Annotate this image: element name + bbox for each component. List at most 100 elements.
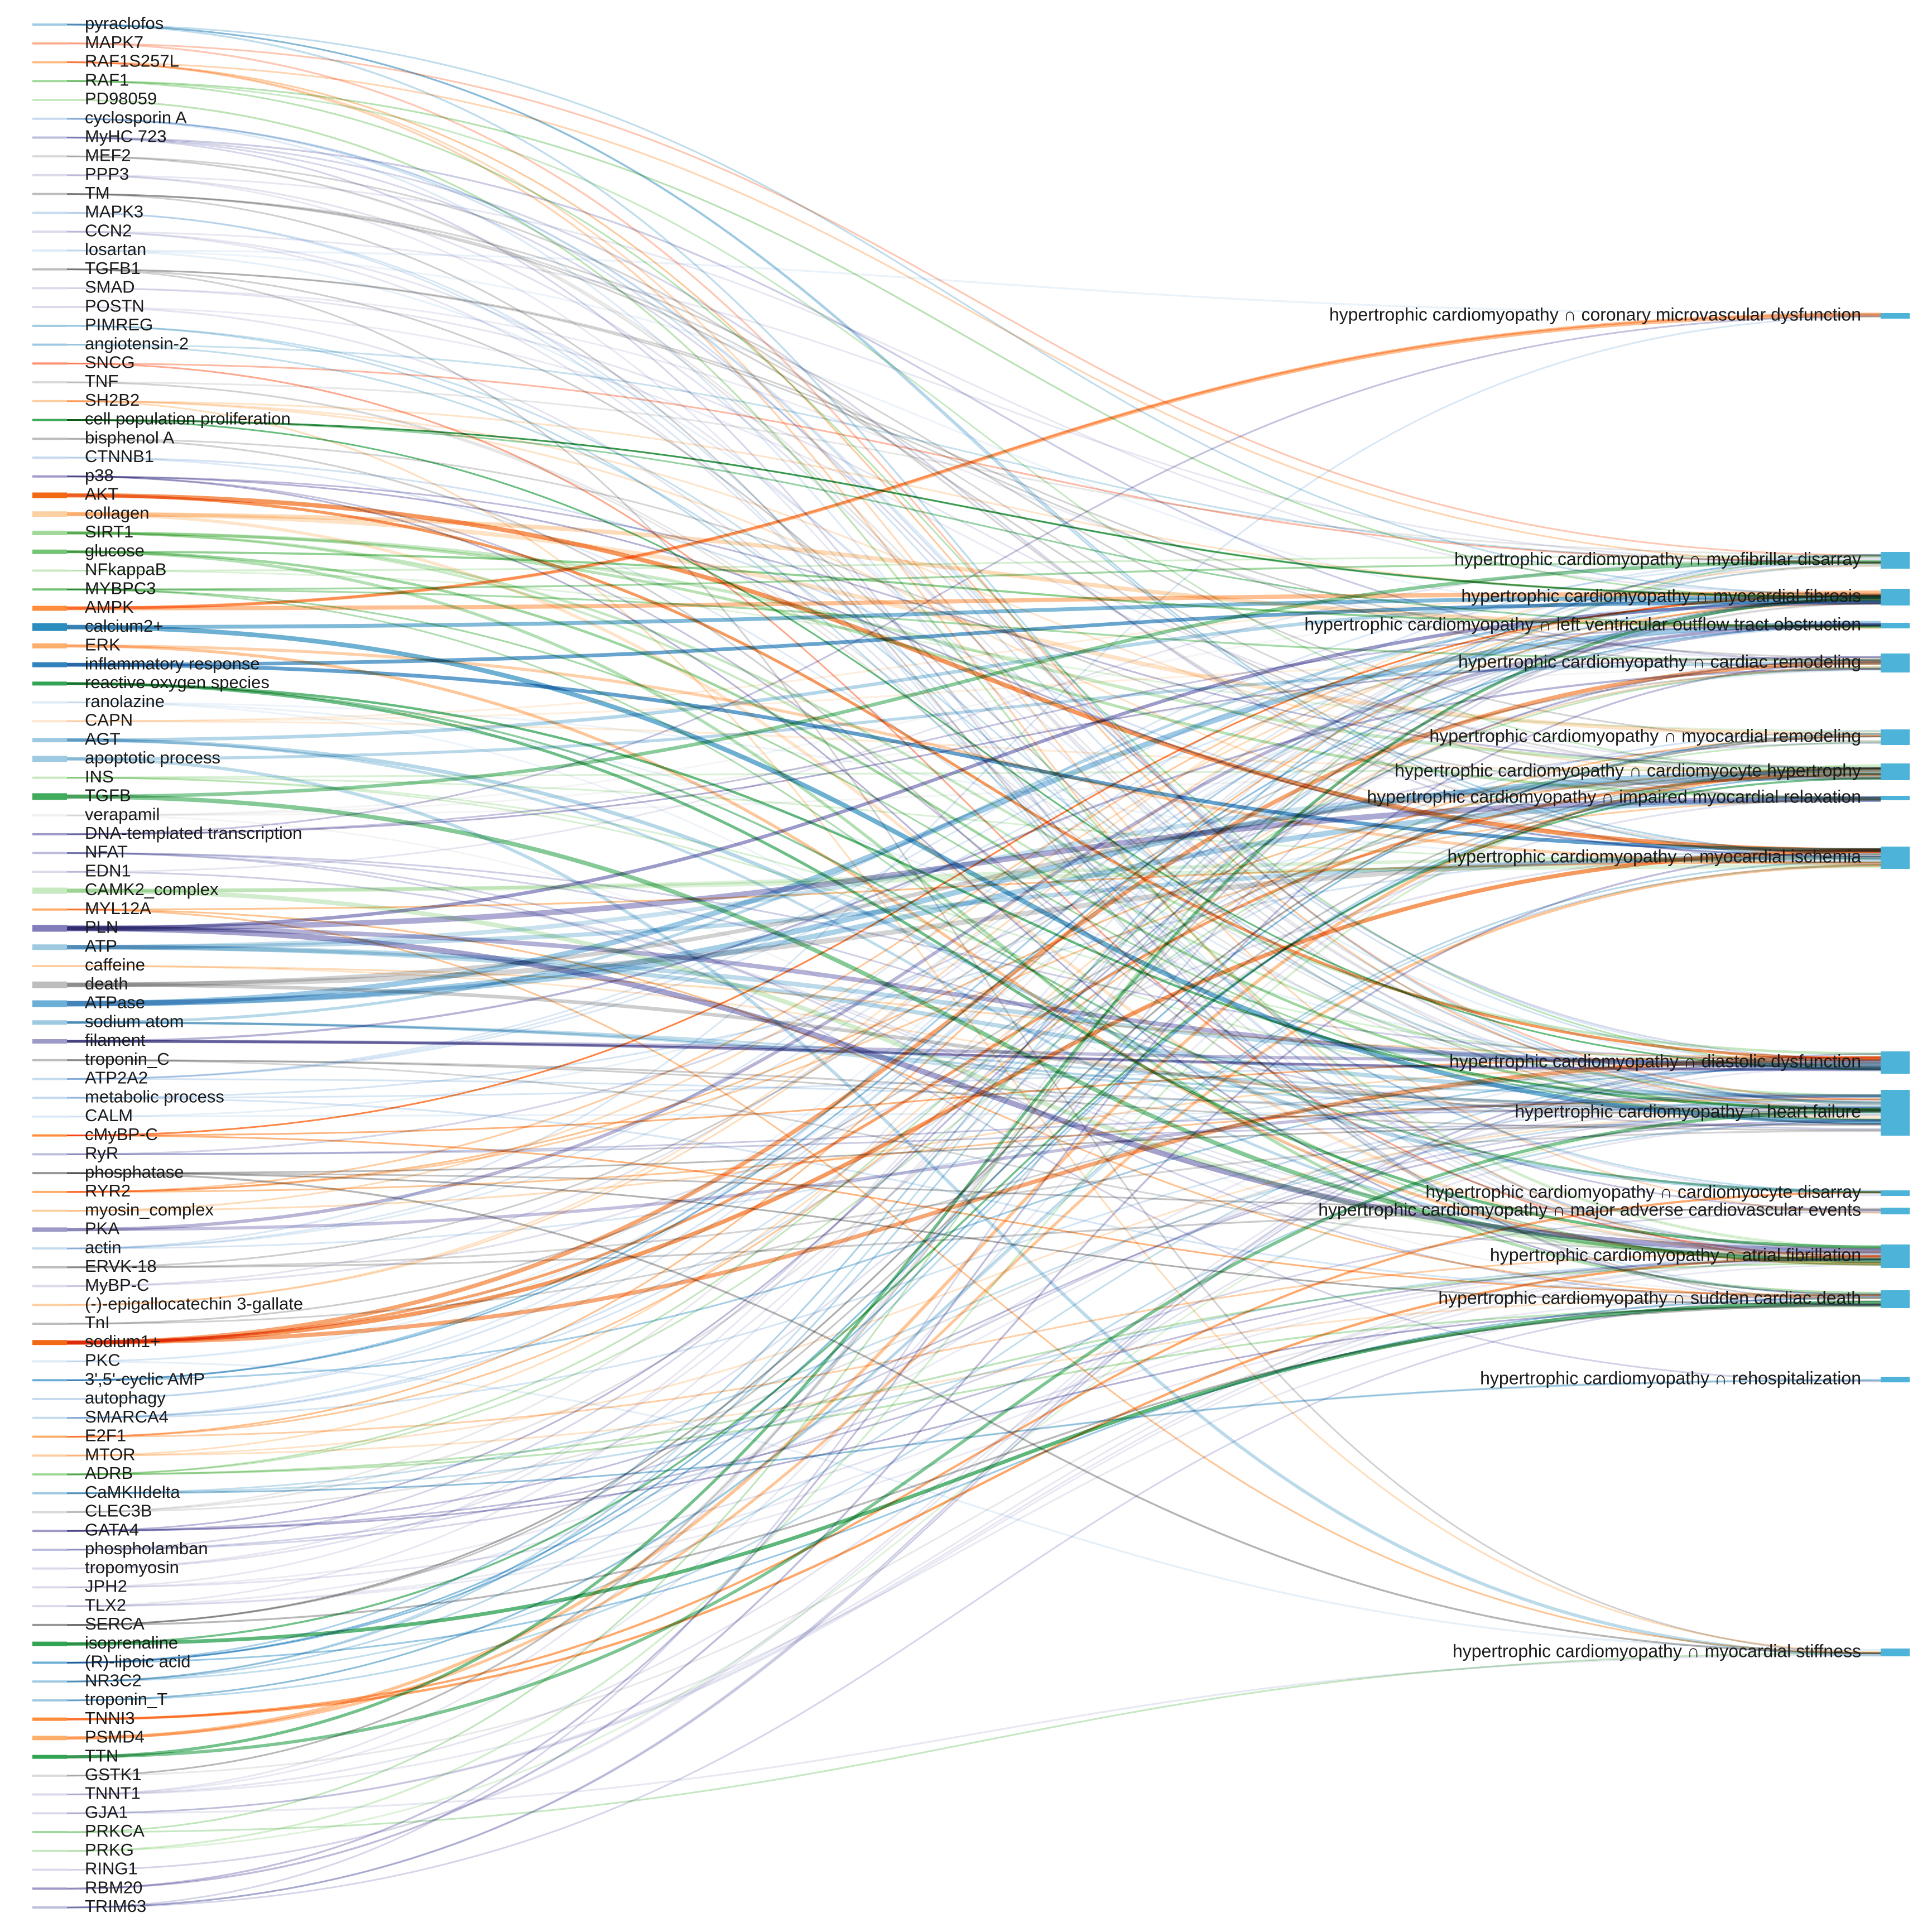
sankey-link: [66, 626, 1881, 1400]
sankey-link: [66, 603, 1881, 1212]
sankey-link: [66, 1258, 1881, 1532]
source-label: PRKG: [85, 1840, 134, 1859]
target-node[interactable]: [1881, 623, 1910, 628]
source-label: (-)-epigallocatechin 3-gallate: [85, 1294, 303, 1314]
sankey-link: [66, 555, 1881, 1833]
sankey-link: [66, 597, 1881, 1683]
target-label: hypertrophic cardiomyopathy ∩ myocardial…: [1453, 1641, 1861, 1661]
source-label: JPH2: [85, 1577, 127, 1596]
source-label: ranolazine: [85, 691, 165, 711]
source-label: RING1: [85, 1859, 138, 1878]
sankey-link: [66, 1258, 1881, 1494]
sankey-link: [66, 80, 1881, 775]
sankey-link: [66, 1249, 1881, 1814]
target-label: hypertrophic cardiomyopathy ∩ rehospital…: [1480, 1368, 1861, 1388]
source-label: SIRT1: [85, 522, 133, 541]
source-label: TGFB1: [85, 258, 141, 278]
target-node[interactable]: [1881, 313, 1910, 319]
source-label: filament: [85, 1030, 146, 1050]
target-node[interactable]: [1881, 1244, 1910, 1268]
sankey-link: [66, 730, 1881, 1419]
source-label: CaMKIIdelta: [85, 1482, 180, 1502]
source-label: CALM: [85, 1106, 133, 1125]
sankey-link: [66, 249, 1881, 315]
source-label: ATP2A2: [85, 1068, 148, 1088]
sankey-link: [66, 249, 1881, 627]
sankey-link: [66, 555, 1881, 873]
sankey-link: [66, 768, 1881, 1740]
sankey-link: [66, 925, 1881, 1254]
sankey-link: [66, 23, 1881, 856]
target-node[interactable]: [1881, 1649, 1910, 1656]
target-node[interactable]: [1881, 729, 1910, 745]
source-label: isoprenaline: [85, 1633, 178, 1652]
target-label: hypertrophic cardiomyopathy ∩ myocardial…: [1429, 725, 1861, 746]
sankey-link: [66, 1258, 1881, 1777]
target-label: hypertrophic cardiomyopathy ∩ major adve…: [1318, 1199, 1861, 1219]
source-label: SH2B2: [85, 390, 140, 410]
target-node[interactable]: [1881, 1190, 1910, 1196]
target-node[interactable]: [1881, 653, 1910, 672]
source-label: MAPK3: [85, 202, 143, 222]
source-label: sodium1+: [85, 1332, 160, 1351]
source-label: inflammatory response: [85, 653, 260, 673]
source-label: death: [85, 974, 128, 993]
source-label: PLN: [85, 917, 118, 937]
source-label: PKC: [85, 1351, 121, 1370]
target-label: hypertrophic cardiomyopathy ∩ impaired m…: [1367, 786, 1861, 806]
source-label: phosphatase: [85, 1162, 184, 1181]
source-label: troponin_C: [85, 1049, 170, 1069]
sankey-link: [66, 595, 1881, 742]
sankey-link: [66, 621, 1881, 1007]
target-label: hypertrophic cardiomyopathy ∩ atrial fib…: [1490, 1244, 1861, 1265]
sankey-link: [66, 1061, 1881, 1212]
sankey-link: [66, 456, 1881, 858]
target-node[interactable]: [1881, 1290, 1910, 1308]
source-label: 3',5'-cyclic AMP: [85, 1369, 205, 1388]
sankey-link: [66, 1294, 1881, 1607]
target-node[interactable]: [1881, 796, 1910, 800]
sankey-link: [66, 594, 1881, 1381]
source-label: SMAD: [85, 277, 135, 297]
sankey-link: [66, 592, 1881, 611]
target-node[interactable]: [1881, 763, 1910, 780]
sankey-nodes: [32, 23, 1910, 1909]
sankey-link: [66, 593, 1881, 1193]
sankey-link: [66, 174, 1881, 1103]
target-node[interactable]: [1881, 1377, 1910, 1382]
target-node[interactable]: [1881, 552, 1910, 569]
sankey-link: [66, 1059, 1881, 1256]
target-label: hypertrophic cardiomyopathy ∩ cardiomyoc…: [1425, 1181, 1861, 1202]
source-label: ATPase: [85, 993, 145, 1012]
target-node[interactable]: [1881, 1208, 1910, 1214]
source-label: troponin_T: [85, 1689, 167, 1709]
source-label: autophagy: [85, 1388, 166, 1407]
sankey-link: [66, 564, 1881, 1306]
sankey-link: [66, 230, 1881, 565]
target-node[interactable]: [1881, 847, 1910, 869]
target-node[interactable]: [1881, 1051, 1910, 1074]
source-label: TNNT1: [85, 1784, 141, 1803]
target-node[interactable]: [1881, 589, 1910, 606]
sankey-link: [66, 738, 1881, 1194]
source-label: EDN1: [85, 861, 131, 880]
source-label: myosin_complex: [85, 1200, 214, 1219]
source-label: angiotensin-2: [85, 334, 189, 353]
target-node[interactable]: [1881, 1090, 1910, 1136]
sankey-link: [66, 118, 1881, 1063]
sankey-link: [66, 1110, 1881, 1118]
source-label: RyR: [85, 1143, 118, 1163]
source-label: PRKCA: [85, 1821, 145, 1840]
source-label: RAF1S257L: [85, 51, 179, 71]
sankey-link: [66, 594, 1881, 1137]
source-label: actin: [85, 1237, 121, 1257]
target-label: hypertrophic cardiomyopathy ∩ myocardial…: [1461, 585, 1861, 606]
source-label: cMyBP-C: [85, 1125, 158, 1144]
sankey-link: [66, 1255, 1881, 1588]
sankey-link: [66, 738, 1881, 1261]
sankey-link: [66, 193, 1881, 801]
sankey-link: [66, 561, 1881, 1400]
sankey-link: [66, 193, 1881, 780]
sankey-link: [66, 1305, 1881, 1476]
source-label: SMARCA4: [85, 1407, 169, 1426]
